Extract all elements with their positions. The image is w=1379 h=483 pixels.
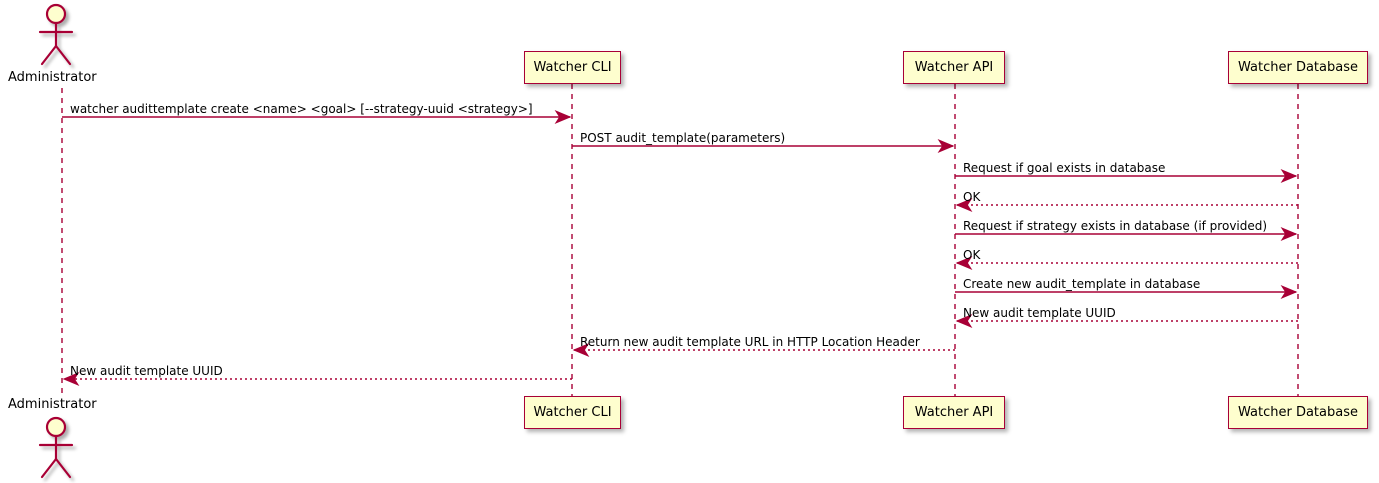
message-label-1: watcher audittemplate create <name> <goa… — [70, 102, 533, 116]
message-label-5: Request if strategy exists in database (… — [963, 219, 1268, 233]
participant-box-watcher-api-top[interactable]: Watcher API — [903, 51, 1005, 84]
participant-box-watcher-cli-bottom[interactable]: Watcher CLI — [524, 396, 621, 429]
message-label-10: New audit template UUID — [70, 364, 223, 378]
message-label-6: OK — [963, 248, 981, 262]
actor-right-leg-line — [54, 44, 72, 66]
actor-head-icon — [45, 416, 67, 438]
message-label-4: OK — [963, 190, 981, 204]
participant-box-watcher-database-bottom[interactable]: Watcher Database — [1228, 396, 1368, 429]
message-label-3: Request if goal exists in database — [963, 161, 1166, 175]
actor-head-icon — [45, 3, 67, 25]
actor-administrator-top — [38, 3, 74, 66]
message-label-9: Return new audit template URL in HTTP Lo… — [580, 335, 920, 349]
actor-left-leg-line — [40, 457, 58, 479]
actor-administrator-bottom — [38, 416, 74, 479]
actor-right-leg-line — [54, 457, 72, 479]
participant-box-watcher-api-bottom[interactable]: Watcher API — [903, 396, 1005, 429]
actor-label-administrator-top: Administrator — [8, 70, 97, 85]
participant-box-watcher-cli-top[interactable]: Watcher CLI — [524, 51, 621, 84]
lifelines — [61, 84, 1299, 396]
message-label-2: POST audit_template(parameters) — [580, 131, 786, 145]
message-label-7: Create new audit_template in database — [963, 277, 1201, 291]
actor-left-leg-line — [40, 44, 58, 66]
actor-label-administrator-bottom: Administrator — [8, 397, 97, 412]
message-arrows — [62, 110, 1298, 386]
participant-box-watcher-database-top[interactable]: Watcher Database — [1228, 51, 1368, 84]
message-label-8: New audit template UUID — [963, 306, 1116, 320]
